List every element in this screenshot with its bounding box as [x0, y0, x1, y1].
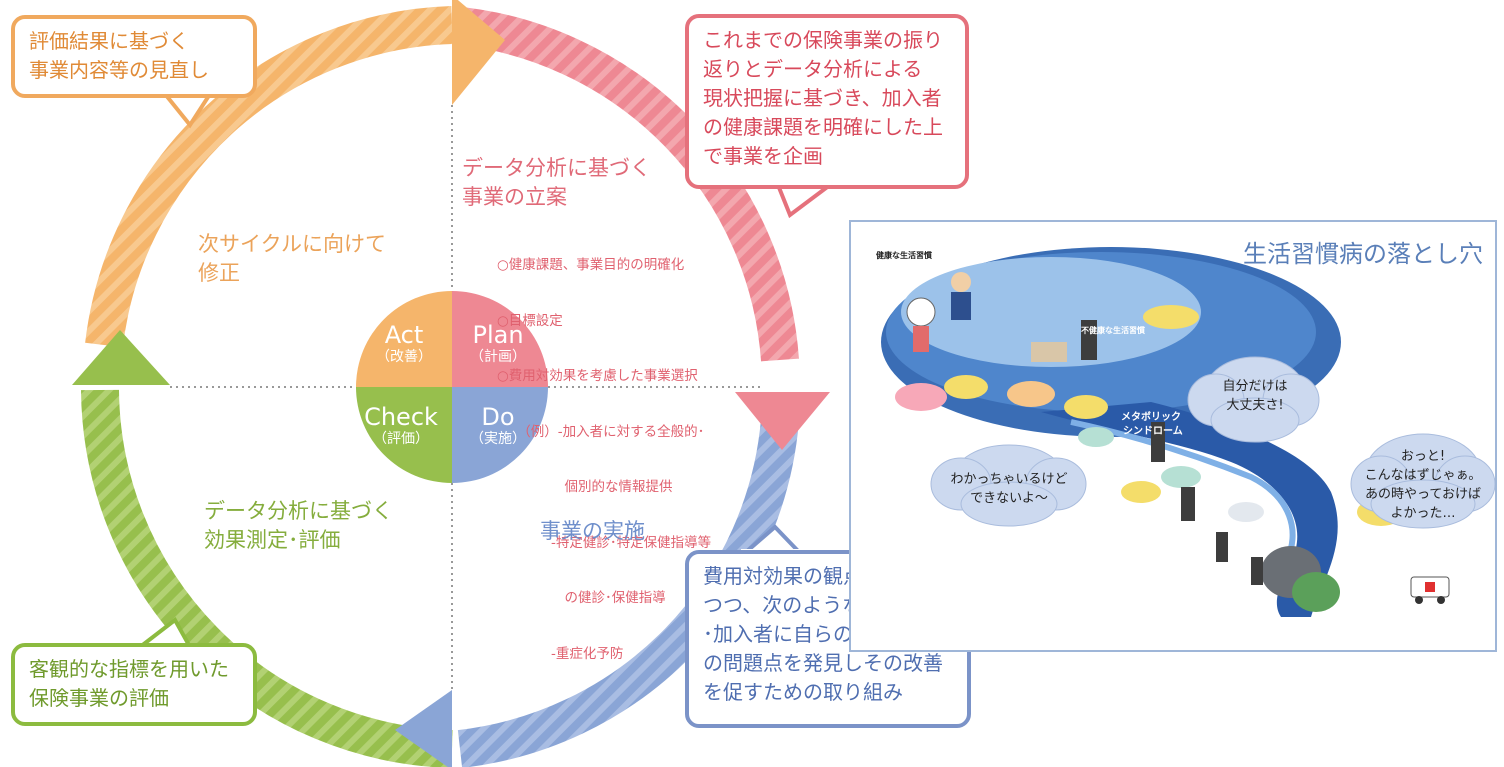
callout-review: 評価結果に基づく 事業内容等の見直し — [11, 15, 257, 98]
act-arrow-head — [452, 0, 505, 105]
do-en: Do — [481, 403, 515, 431]
act-arc — [85, 6, 453, 348]
bubble-oops: おっと! こんなはずじゃぁ。 あの時やっておけば よかった… — [1364, 449, 1482, 521]
plan-en: Plan — [472, 321, 524, 349]
list-item: -重症化予防 — [497, 645, 624, 662]
act-center-label: Act （改善） — [364, 322, 444, 366]
callout-evaluation: 客観的な指標を用いた 保険事業の評価 — [11, 643, 257, 726]
list-item: ○目標設定 — [497, 312, 563, 329]
check-center-label: Check （評価） — [354, 404, 448, 448]
list-item: ○費用対効果を考慮した事業選択 — [497, 368, 698, 384]
plan-arc — [450, 6, 799, 362]
plan-quadrant — [452, 291, 548, 387]
bubble-im-fine: 自分だけは 大丈夫さ! — [1222, 379, 1288, 413]
act-quadrant — [356, 291, 452, 387]
list-item: ○健康課題、事業目的の明確化 — [497, 257, 685, 273]
check-arrow-head — [72, 330, 170, 385]
do-jp: （実施） — [470, 431, 526, 447]
illustration-title: 生活習慣病の落とし穴 — [1243, 240, 1483, 268]
metabolic-label-1: メタボリック — [1121, 412, 1181, 423]
list-item: -特定健診･特定保健指導等 — [497, 534, 712, 551]
do-quadrant — [452, 387, 548, 483]
do-description: 事業の実施 — [540, 519, 645, 543]
act-jp: （改善） — [376, 349, 432, 365]
check-arc — [81, 389, 453, 767]
check-en: Check — [364, 403, 438, 431]
list-item: （例）-加入者に対する全般的･ — [497, 423, 705, 440]
list-item: の健診･保健指導 — [497, 590, 666, 606]
plan-arrow-head — [735, 392, 830, 450]
check-description: データ分析に基づく 効果測定･評価 — [204, 499, 393, 552]
do-arc — [457, 418, 799, 767]
callout-planning: これまでの保険事業の振り 返りとデータ分析による 現状把握に基づき、加入者 の健… — [685, 14, 969, 189]
speech-clouds — [930, 356, 1495, 529]
plan-center-label: Plan （計画） — [458, 322, 538, 366]
metabolic-label-2: シンドローム — [1123, 426, 1183, 437]
check-quadrant — [356, 387, 452, 483]
healthy-habits-label: 健康な生活習慣 — [876, 251, 932, 260]
unhealthy-habits-label: 不健康な生活習慣 — [1081, 326, 1145, 335]
act-description: 次サイクルに向けて 修正 — [198, 232, 386, 285]
bubble-know-but-cant: わかっちゃいるけど できないよ～ — [950, 472, 1068, 506]
plan-jp: （計画） — [470, 349, 526, 365]
lifestyle-illustration-panel: 生活習慣病の落とし穴 健康な生活習慣 不健康な生活習慣 メタボリッ — [849, 220, 1497, 652]
plan-item-list: ○健康課題、事業目的の明確化 ○目標設定 ○費用対効果を考慮した事業選択 （例）… — [497, 219, 711, 682]
check-jp: （評価） — [373, 431, 429, 447]
do-center-label: Do （実施） — [458, 404, 538, 448]
act-en: Act — [384, 321, 424, 349]
do-arrow-head — [395, 690, 452, 767]
list-item: 個別的な情報提供 — [497, 479, 673, 495]
plan-title: データ分析に基づく 事業の立案 — [462, 156, 651, 209]
